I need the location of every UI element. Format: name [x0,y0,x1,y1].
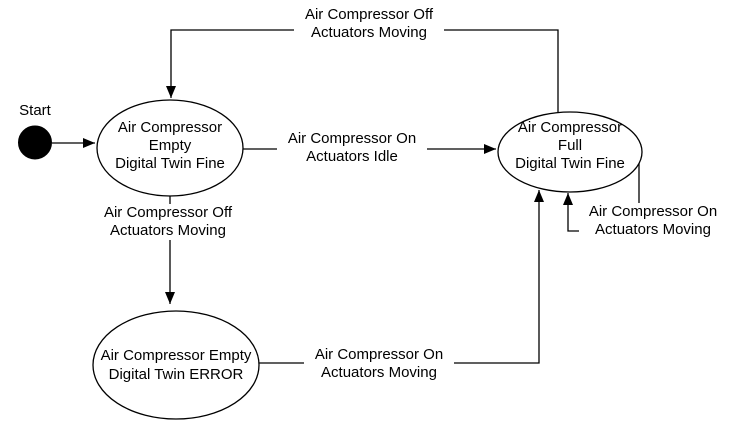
edge-full-to-empty-top [166,29,559,112]
transition-label-full-to-empty-top: Air Compressor Off Actuators Moving [294,6,444,42]
state-empty-error-label: Air Compressor Empty Digital Twin ERROR [91,346,261,384]
transition-label-line: Air Compressor On [287,130,417,147]
transition-label-full-self-loop: Air Compressor On Actuators Moving [579,203,727,239]
transition-label-line: Air Compressor On [588,203,718,220]
transition-label-line: Air Compressor On [314,346,444,363]
edge-error-to-full [259,190,544,364]
transition-label-line: Actuators Moving [110,222,226,239]
transition-label-line: Air Compressor Off [103,204,233,221]
state-label-line: Full [557,137,583,154]
transition-label-line: Actuators Moving [321,364,437,381]
transition-label-error-to-full: Air Compressor On Actuators Moving [304,346,454,382]
transition-label-empty-to-full: Air Compressor On Actuators Idle [277,130,427,166]
state-label-line: Digital Twin ERROR [108,366,244,383]
transition-label-line: Actuators Idle [306,148,398,165]
state-label-line: Empty [148,137,192,154]
state-full-fine-ellipse [497,111,643,193]
state-label-line: Air Compressor [117,119,223,136]
state-empty-error-ellipse [92,310,260,420]
state-label-line: Air Compressor Empty [100,347,252,364]
transition-label-line: Actuators Moving [595,221,711,238]
state-empty-fine-label: Air Compressor Empty Digital Twin Fine [90,119,250,173]
state-label-line: Digital Twin Fine [515,155,625,172]
transition-label-empty-to-error: Air Compressor Off Actuators Moving [93,204,243,240]
start-label: Start [19,102,51,119]
state-label-line: Digital Twin Fine [115,155,225,172]
start-node [18,125,52,160]
state-full-fine-label: Air Compressor Full Digital Twin Fine [490,119,650,173]
transition-label-line: Air Compressor Off [304,6,434,23]
state-empty-fine-ellipse [96,99,244,197]
transition-label-line: Actuators Moving [311,24,427,41]
state-label-line: Air Compressor [517,119,623,136]
